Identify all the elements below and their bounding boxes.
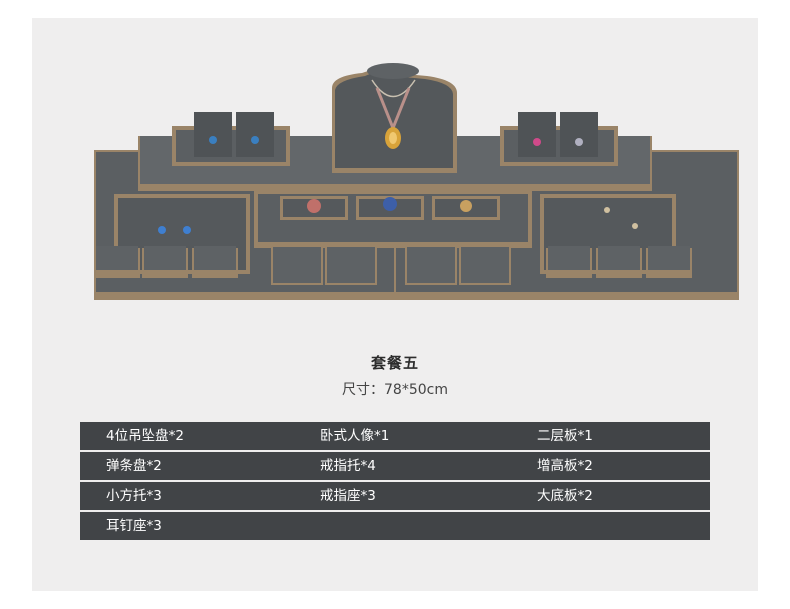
- table-cell: 戒指座*3: [320, 488, 376, 504]
- table-cell: 戒指托*4: [320, 458, 376, 474]
- jewelry-display-photo: [94, 63, 739, 300]
- table-row: 弹条盘*2 戒指托*4 增高板*2: [80, 452, 710, 480]
- table-row: 4位吊坠盘*2 卧式人像*1 二层板*1: [80, 422, 710, 450]
- table-row: 耳钉座*3: [80, 512, 710, 540]
- ring-tray-left: [94, 194, 250, 278]
- brooch-trays: [254, 190, 532, 248]
- table-cell: 4位吊坠盘*2: [106, 428, 184, 444]
- product-size: 尺寸：78*50cm: [342, 382, 448, 398]
- product-title: 套餐五: [370, 354, 419, 372]
- table-cell: 小方托*3: [106, 488, 162, 504]
- table-cell: 大底板*2: [537, 488, 593, 504]
- pendant-tray-left: [172, 112, 290, 166]
- table-row: 小方托*3 戒指座*3 大底板*2: [80, 482, 710, 510]
- pendant-tray-right: [500, 112, 618, 166]
- table-cell: 二层板*1: [537, 428, 593, 444]
- ring-tray-right: [540, 194, 692, 278]
- table-cell: 卧式人像*1: [320, 428, 390, 444]
- table-cell: 增高板*2: [537, 458, 593, 474]
- contents-table: 4位吊坠盘*2 卧式人像*1 二层板*1 弹条盘*2 戒指托*4 增高板*2 小…: [80, 422, 710, 542]
- bust-display: [332, 63, 457, 173]
- ring-stands-center: [271, 245, 511, 285]
- table-cell: 弹条盘*2: [106, 458, 162, 474]
- product-panel: 套餐五 尺寸：78*50cm 4位吊坠盘*2 卧式人像*1 二层板*1 弹条盘*…: [32, 18, 758, 591]
- table-cell: 耳钉座*3: [106, 518, 162, 534]
